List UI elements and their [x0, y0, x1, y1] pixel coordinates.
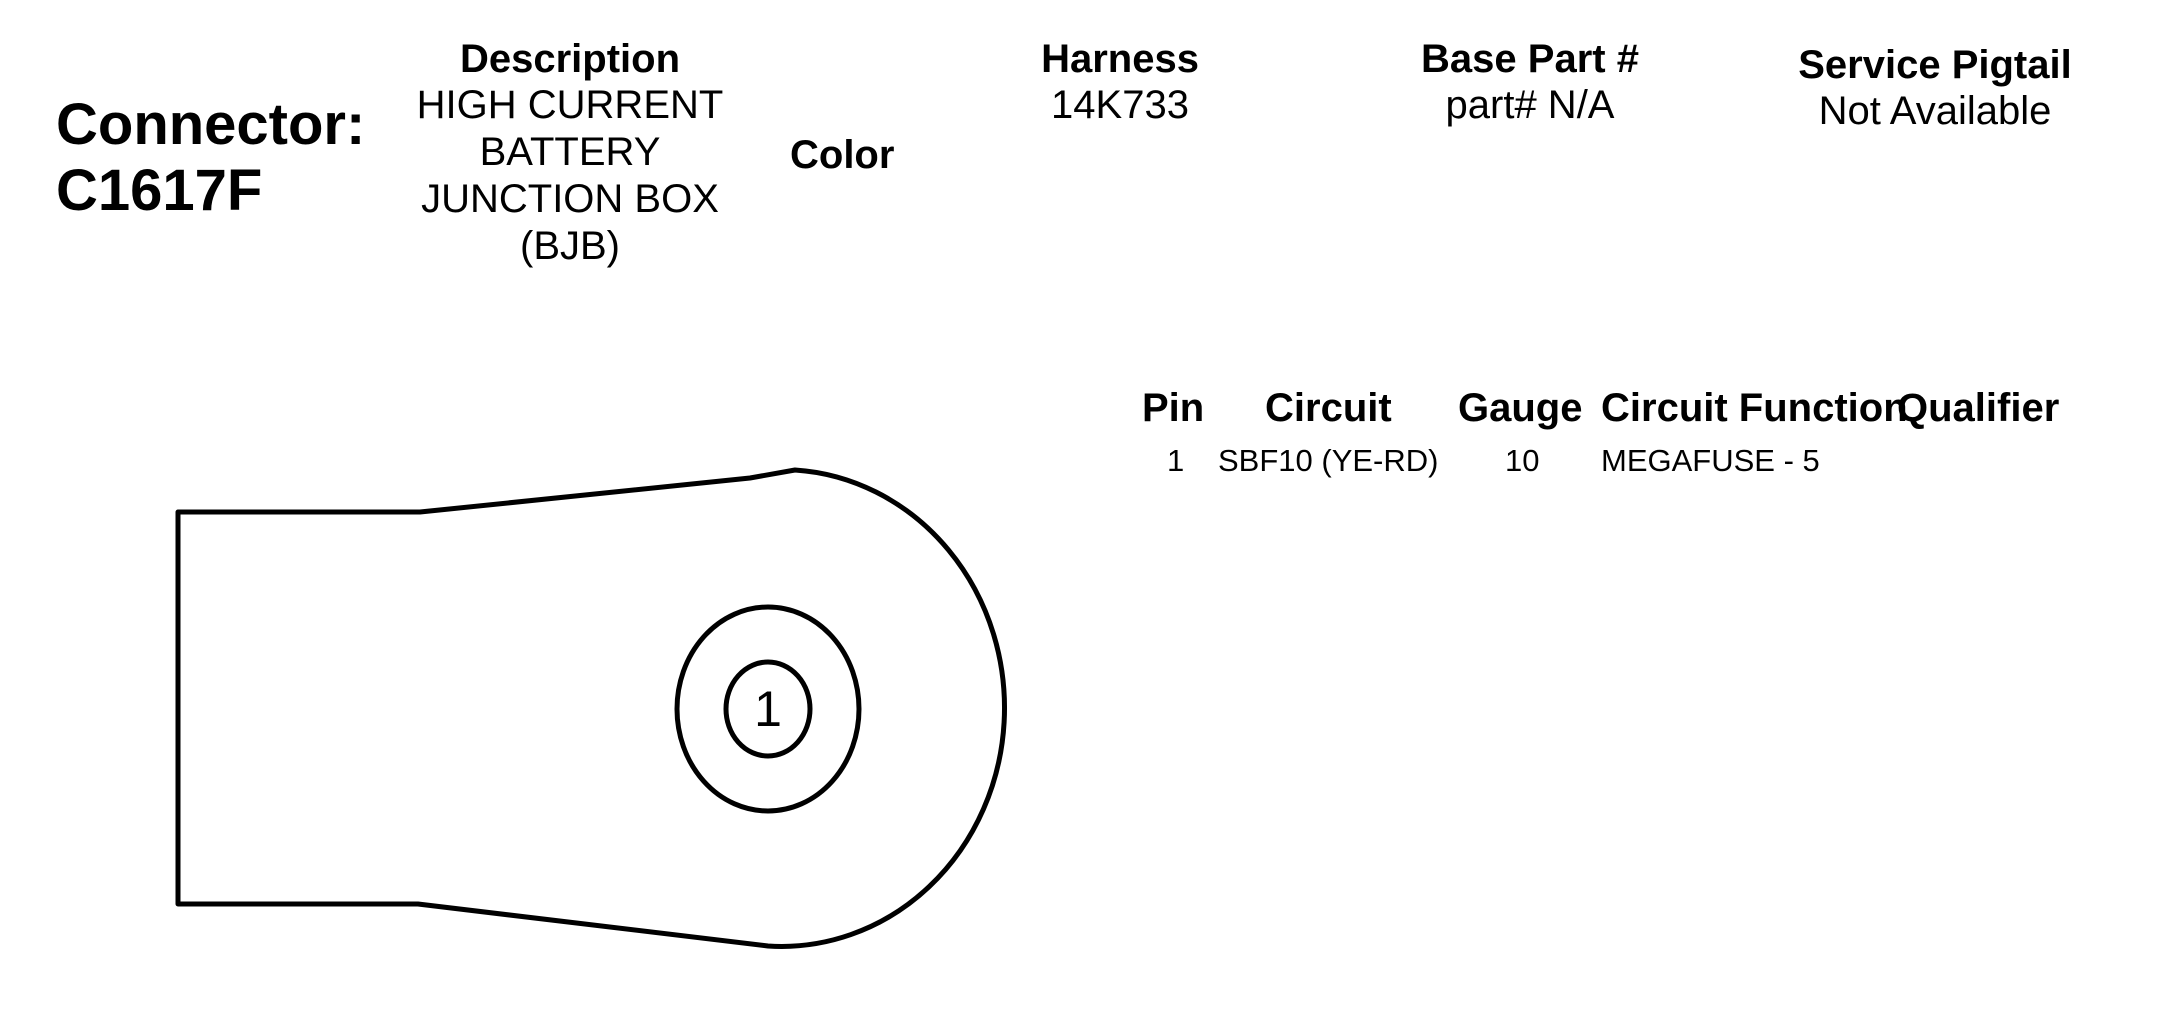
- table-row-gauge: 10: [1505, 443, 1540, 478]
- description-line-2: BATTERY: [479, 130, 661, 174]
- table-row-pin: 1: [1167, 443, 1185, 478]
- service-pigtail-block: Service Pigtail Not Available: [1775, 42, 2095, 135]
- color-header: Color: [790, 133, 895, 177]
- service-pigtail-value: Not Available: [1818, 89, 2052, 133]
- description-line-1: HIGH CURRENT: [416, 83, 724, 127]
- connector-id: C1617F: [56, 158, 263, 223]
- table-row-function: MEGAFUSE - 5: [1601, 443, 1820, 478]
- circuit-column-header: Circuit: [1265, 386, 1392, 430]
- description-line-3: JUNCTION BOX: [421, 177, 719, 221]
- base-part-value: part# N/A: [1445, 83, 1615, 127]
- service-pigtail-header: Service Pigtail: [1798, 43, 2072, 87]
- base-part-block: Base Part # part# N/A: [1390, 36, 1670, 129]
- connector-label: Connector:: [56, 92, 366, 157]
- base-part-header: Base Part #: [1421, 37, 1639, 81]
- circuit-function-column-header: Circuit Function: [1601, 386, 1908, 430]
- pin-number-label: 1: [754, 681, 782, 737]
- connector-housing-outline: [175, 467, 1008, 949]
- connector-title: Connector: C1617F: [56, 92, 365, 224]
- harness-block: Harness 14K733: [1020, 36, 1220, 129]
- description-value: HIGH CURRENT BATTERY JUNCTION BOX (BJB): [400, 82, 740, 270]
- pin-column-header: Pin: [1142, 386, 1205, 430]
- gauge-column-header: Gauge: [1458, 386, 1583, 430]
- harness-header: Harness: [1041, 37, 1199, 81]
- description-line-4: (BJB): [520, 224, 620, 268]
- table-row-circuit: SBF10 (YE-RD): [1218, 443, 1439, 478]
- description-block: Description HIGH CURRENT BATTERY JUNCTIO…: [400, 36, 740, 270]
- pin-terminal-outer-ring: [674, 604, 862, 814]
- description-header: Description: [459, 37, 681, 81]
- qualifier-column-header: Qualifier: [1897, 386, 2060, 430]
- pin-terminal-inner-ring: [723, 659, 813, 759]
- harness-value: 14K733: [1051, 83, 1189, 127]
